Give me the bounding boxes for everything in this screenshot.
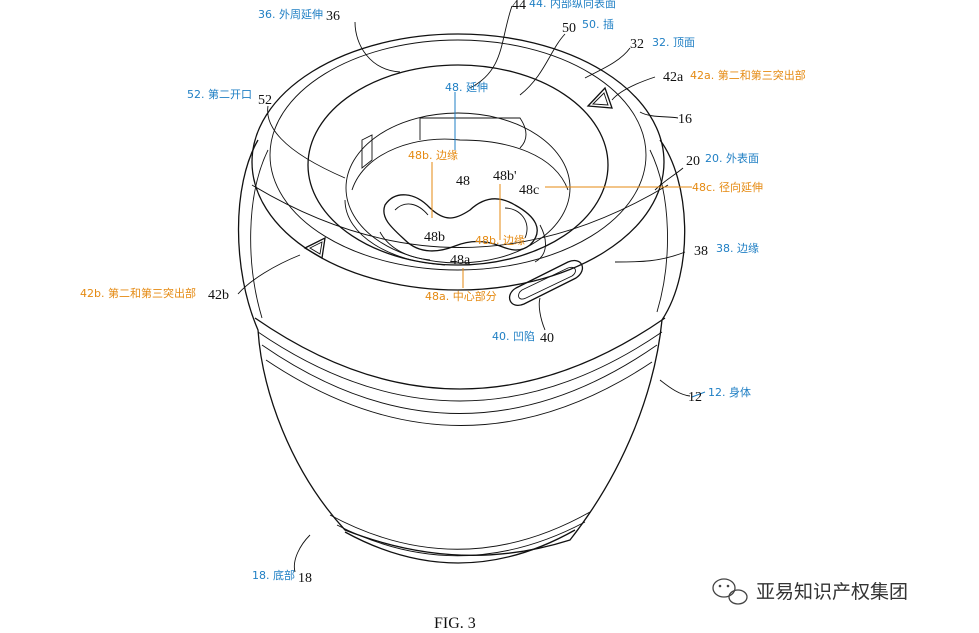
label-48b-mid: 48b. 边缘 [475, 234, 525, 247]
label-42a: 42a. 第二和第三突出部 [690, 68, 806, 82]
num-42b: 42b [208, 288, 229, 303]
label-18: 18. 底部 [252, 568, 295, 582]
num-48b-prime: 48b' [493, 169, 517, 184]
label-12: 12. 身体 [708, 385, 751, 399]
label-48a: 48a. 中心部分 [425, 289, 497, 303]
num-44: 44 [512, 0, 526, 13]
num-36: 36 [326, 9, 340, 24]
label-40: 40. 凹陷 [492, 329, 535, 343]
label-36: 36. 外周延伸 [258, 8, 323, 21]
container-drawing [237, 33, 686, 564]
num-16: 16 [678, 112, 692, 127]
label-44: 44. 内部纵向表面 [529, 0, 616, 10]
watermark-text: 亚易知识产权集团 [756, 581, 908, 603]
num-38: 38 [694, 244, 708, 259]
num-20: 20 [686, 154, 700, 169]
num-48c: 48c [519, 183, 539, 198]
watermark: 亚易知识产权集团 [712, 578, 908, 605]
leader-lines [237, 5, 706, 573]
label-20: 20. 外表面 [705, 151, 759, 165]
num-52: 52 [258, 93, 272, 108]
figure-caption: FIG. 3 [434, 615, 476, 632]
label-42b: 42b. 第二和第三突出部 [80, 286, 196, 300]
num-12: 12 [688, 390, 702, 405]
num-32: 32 [630, 37, 644, 52]
label-48-ext: 48. 延伸 [445, 81, 488, 94]
num-48a: 48a [450, 253, 471, 268]
wechat-icon [712, 578, 748, 605]
num-48b: 48b [424, 230, 445, 245]
num-42a: 42a [663, 70, 684, 85]
num-50: 50 [562, 21, 576, 36]
label-48c: 48c. 径向延伸 [692, 180, 763, 194]
num-40: 40 [540, 331, 554, 346]
label-52: 52. 第二开口 [187, 87, 252, 101]
num-18: 18 [298, 571, 312, 586]
label-32: 32. 顶面 [652, 36, 695, 49]
label-50: 50. 插 [582, 17, 614, 31]
num-48: 48 [456, 174, 470, 189]
label-48b-top: 48b. 边缘 [408, 149, 458, 162]
annotations: 36. 外周延伸 36 44 44. 内部纵向表面 50 50. 插 32 32… [80, 0, 806, 586]
label-38: 38. 边缘 [716, 242, 759, 255]
